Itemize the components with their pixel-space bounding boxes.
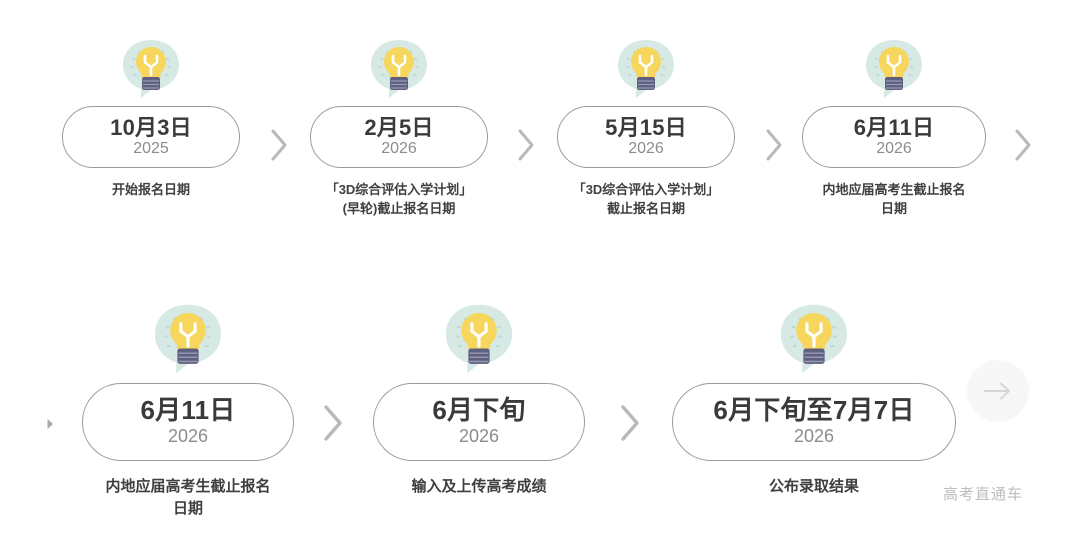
timeline-step[interactable]: 6月下旬 2026 输入及上传高考成绩 xyxy=(373,300,585,498)
lightbulb-bubble-icon xyxy=(442,300,516,378)
step-caption: 内地应届高考生截止报名 日期 xyxy=(105,478,271,517)
step-caption: 「3D综合评估入学计划」 截止报名日期 xyxy=(572,182,720,216)
arrow-right-icon xyxy=(984,382,1010,400)
date-pill[interactable]: 2月5日 2026 xyxy=(310,106,488,168)
watermark-label: 高考直通车 xyxy=(943,486,1024,503)
lightbulb-bubble-icon xyxy=(777,300,851,378)
pill-date: 10月3日 xyxy=(110,115,192,141)
pill-date: 6月下旬 xyxy=(432,395,526,426)
pill-date: 6月11日 xyxy=(140,395,236,426)
pill-date: 6月11日 xyxy=(853,115,935,141)
next-button[interactable] xyxy=(967,360,1029,422)
date-pill[interactable]: 10月3日 2025 xyxy=(62,106,240,168)
timeline-step[interactable]: 6月下旬至7月7日 2026 公布录取结果 xyxy=(672,300,956,498)
pill-year: 2025 xyxy=(133,140,169,158)
pill-year: 2026 xyxy=(793,425,835,446)
pill-date: 2月5日 xyxy=(364,115,434,141)
timeline-step[interactable]: 5月15日 2026 「3D综合评估入学计划」 截止报名日期 xyxy=(557,36,735,219)
timeline-step[interactable]: 6月11日 2026 内地应届高考生截止报名 日期 xyxy=(802,36,986,219)
chevron-right-icon xyxy=(1012,128,1034,162)
lightbulb-bubble-icon xyxy=(120,36,182,102)
triangle-right-icon[interactable] xyxy=(46,418,55,430)
lightbulb-bubble-icon xyxy=(368,36,430,102)
pill-year: 2026 xyxy=(381,140,417,158)
timeline-step[interactable]: 6月11日 2026 内地应届高考生截止报名 日期 xyxy=(82,300,294,520)
step-caption: 内地应届高考生截止报名 日期 xyxy=(822,182,966,216)
pill-year: 2026 xyxy=(628,140,664,158)
date-pill[interactable]: 5月15日 2026 xyxy=(557,106,735,168)
lightbulb-bubble-icon xyxy=(151,300,225,378)
pill-year: 2026 xyxy=(876,140,912,158)
chevron-right-icon xyxy=(515,128,537,162)
lightbulb-bubble-icon xyxy=(615,36,677,102)
step-caption: 开始报名日期 xyxy=(111,182,190,197)
pill-year: 2026 xyxy=(458,425,500,446)
chevron-right-icon xyxy=(763,128,785,162)
timeline-step[interactable]: 2月5日 2026 「3D综合评估入学计划」 (早轮)截止报名日期 xyxy=(310,36,488,219)
step-caption: 「3D综合评估入学计划」 (早轮)截止报名日期 xyxy=(325,182,473,216)
pill-year: 2026 xyxy=(167,425,209,446)
pill-date: 5月15日 xyxy=(605,115,687,141)
pill-date: 6月下旬至7月7日 xyxy=(713,395,915,426)
lightbulb-bubble-icon xyxy=(863,36,925,102)
step-caption: 输入及上传高考成绩 xyxy=(411,478,547,495)
date-pill[interactable]: 6月11日 2026 xyxy=(802,106,986,168)
chevron-right-icon xyxy=(268,128,290,162)
date-pill[interactable]: 6月11日 2026 xyxy=(82,383,294,461)
date-pill[interactable]: 6月下旬 2026 xyxy=(373,383,585,461)
step-caption: 公布录取结果 xyxy=(768,478,859,495)
date-pill[interactable]: 6月下旬至7月7日 2026 xyxy=(672,383,956,461)
chevron-right-icon xyxy=(617,403,643,443)
chevron-right-icon xyxy=(320,403,346,443)
timeline-step[interactable]: 10月3日 2025 开始报名日期 xyxy=(62,36,240,200)
